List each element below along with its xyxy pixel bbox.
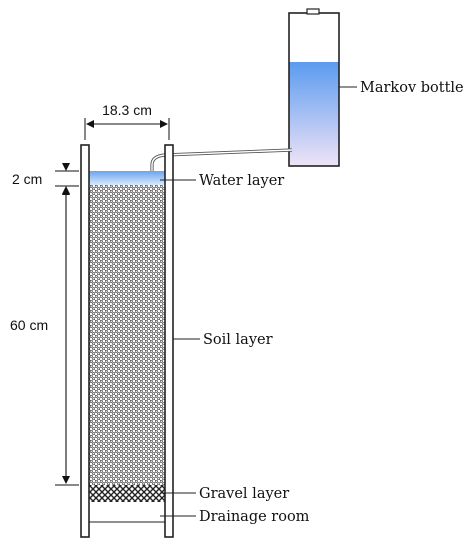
water-depth-label: 2 cm <box>12 171 42 187</box>
depth-dimension: 2 cm 60 cm <box>10 163 79 486</box>
soil-depth-label: 60 cm <box>10 317 48 333</box>
bottle-water <box>289 62 339 166</box>
right-wall <box>164 144 174 538</box>
soil-layer <box>89 185 165 485</box>
bottle-cap <box>306 8 320 15</box>
width-label: 18.3 cm <box>102 102 152 118</box>
left-wall <box>80 144 90 538</box>
water-layer <box>89 171 165 185</box>
markov-bottle: Markov bottle <box>288 8 464 167</box>
soil-column <box>80 144 174 538</box>
soil-layer-label: Soil layer <box>203 332 273 348</box>
drainage-room-label: Drainage room <box>199 509 310 525</box>
layer-labels: Water layer Soil layer Gravel layer Drai… <box>160 173 310 525</box>
gravel-layer-label: Gravel layer <box>199 486 289 502</box>
width-dimension: 18.3 cm <box>84 102 170 140</box>
markov-bottle-label: Markov bottle <box>360 80 464 96</box>
water-layer-label: Water layer <box>199 173 284 189</box>
gravel-layer <box>89 485 165 502</box>
